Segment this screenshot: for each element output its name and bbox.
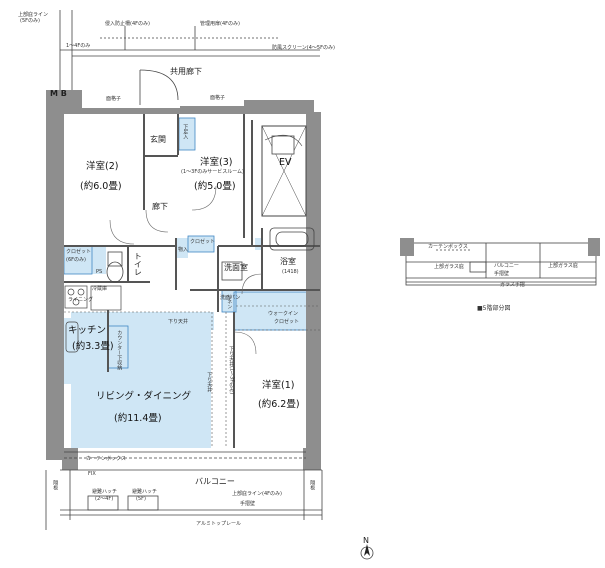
washroom-label: 洗面室 xyxy=(224,263,248,272)
upper-line-sub-label: (5Fのみ) xyxy=(20,18,40,24)
inset-curtain-label: カーテンボックス xyxy=(428,244,468,250)
inset-railing-label: 手摺壁 xyxy=(494,271,510,277)
kitchen-top-highlight xyxy=(112,312,214,330)
bath-closet-highlight xyxy=(255,238,263,250)
linen-label: リネン xyxy=(226,294,233,309)
toilet-fixture xyxy=(106,251,124,283)
ldk-size: (約11.4畳) xyxy=(114,413,162,424)
shoe-cabinet-highlight xyxy=(179,118,195,150)
common-corridor-label: 共用廊下 xyxy=(170,67,202,76)
closet-small-highlight xyxy=(188,236,214,252)
fridge-label: 冷蔵庫 xyxy=(92,286,108,292)
left-closet-label: クロゼット xyxy=(66,249,92,255)
balcony-label: バルコニー xyxy=(195,477,235,486)
room2-size: (約6.0畳) xyxy=(80,181,122,192)
ldk-highlight xyxy=(71,312,211,448)
fix-label: FIX xyxy=(88,471,96,477)
kitchen-highlight-left xyxy=(64,318,80,360)
escape-hatch-2-sub: (5F) xyxy=(136,496,146,502)
room1-name: 洋室(1) xyxy=(262,380,295,391)
partition-right-label: 隔板 xyxy=(309,480,316,490)
kitchen-label: キッチン xyxy=(68,325,107,336)
floors-1-4-label: 1〜4Fのみ xyxy=(66,43,91,49)
anti-intrusion-label: 侵入防止柵(4Fのみ) xyxy=(105,21,150,27)
upper-line-label: 上部庇ライン xyxy=(18,12,49,18)
kitchen-size: (約3.3畳) xyxy=(72,341,114,352)
entrance-label: 玄関 xyxy=(150,135,166,144)
wic-highlight xyxy=(234,292,318,330)
room3-size: (約5.0畳) xyxy=(194,181,236,192)
ldk-name: リビング・ダイニング xyxy=(96,391,192,402)
storage-label: 物入 xyxy=(178,247,189,253)
bathtub xyxy=(269,227,315,251)
pipe-space-label: PS xyxy=(96,269,103,275)
upper-line-bottom-label: 上部庇ライン(4Fのみ) xyxy=(232,491,282,497)
room3-note: (1〜3Fのみサービスルーム) xyxy=(181,169,244,175)
interior-walls xyxy=(64,114,320,448)
pole-highlight xyxy=(92,246,106,274)
inset-glass-rail-label: ガラス手摺 xyxy=(500,282,525,288)
down-ceiling-left-label: 下り天井 xyxy=(206,372,213,392)
inset-glass-label-2: 上部ガラス庇 xyxy=(548,263,578,269)
bathroom-label: 浴室 xyxy=(280,257,296,266)
left-closet-sub-label: (6Fのみ) xyxy=(66,257,86,263)
inset-caption: ■5階部分図 xyxy=(477,305,511,312)
closet-left-highlight xyxy=(64,246,92,274)
highlight-areas xyxy=(63,118,318,448)
outer-walls xyxy=(46,90,321,470)
down-ceiling-kitchen-label: 下り天井 xyxy=(168,319,189,325)
ev-box xyxy=(261,125,307,217)
bathroom-size: (1418) xyxy=(282,269,299,275)
wash-pan-label: 洗面パン xyxy=(220,295,241,301)
shoe-cabinet-label: 下足入 xyxy=(182,124,189,139)
window-bars-left-label: 面格子 xyxy=(106,96,122,102)
wic-label: ウォークイン xyxy=(268,311,299,317)
hallway-label: 廊下 xyxy=(152,202,168,211)
counter-storage-label: カウンター下収納 xyxy=(116,330,123,370)
wic-sub-label: クロゼット xyxy=(274,319,300,325)
inset-plan xyxy=(400,238,600,286)
railing-wall-label: 手摺壁 xyxy=(240,501,256,507)
counter-highlight xyxy=(108,326,128,368)
escape-hatch-1-label: 避難ハッチ xyxy=(92,489,118,495)
room3-name: 洋室(3) xyxy=(200,157,233,168)
aluminum-rail-label: アルミトップレール xyxy=(196,521,241,527)
room2-name: 洋室(2) xyxy=(86,161,119,172)
downlight-strip xyxy=(63,360,71,384)
storage-highlight xyxy=(176,238,188,258)
north-arrow-graphic xyxy=(360,544,374,560)
inset-glass-label-1: 上部ガラス庇 xyxy=(434,264,464,270)
room1-size: (約6.2畳) xyxy=(258,399,300,410)
small-closet-label: クロゼット xyxy=(190,239,216,245)
mb-label: M B xyxy=(50,89,67,98)
wind-screen-label: 防風スクリーン(4〜5Fのみ) xyxy=(272,45,335,51)
balcony xyxy=(45,451,323,530)
inset-balcony-label: バルコニー xyxy=(494,263,519,269)
manager-door-label: 管理用扉(4Fのみ) xyxy=(200,21,240,27)
lining-label: ライニング xyxy=(68,297,94,303)
escape-hatch-2-label: 避難ハッチ xyxy=(132,489,158,495)
down-ceiling-right-label: 下り天井(1〜3Fのみ) xyxy=(228,346,235,395)
elevator-label: EV xyxy=(279,157,292,168)
partition-left-label: 隔板 xyxy=(52,480,59,490)
toilet-label: トイレ xyxy=(133,252,143,276)
curtain-box-label: カーテンボックス xyxy=(86,456,126,462)
north-label: N xyxy=(363,536,369,545)
linen-highlight xyxy=(222,290,236,312)
window-bars-right-label: 面格子 xyxy=(210,95,226,101)
escape-hatch-1-sub: (2〜4F) xyxy=(95,496,114,502)
